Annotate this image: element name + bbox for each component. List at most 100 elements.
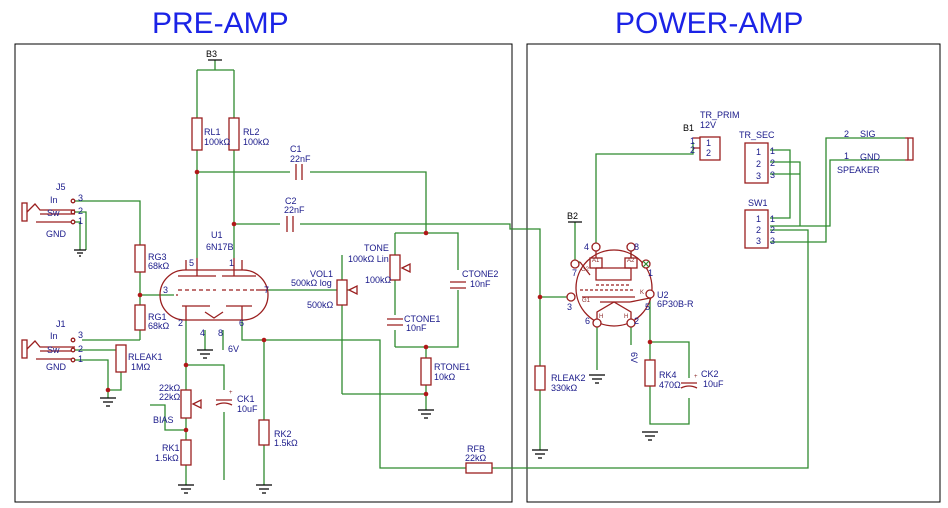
svg-text:TONE: TONE bbox=[364, 243, 389, 253]
svg-text:+: + bbox=[229, 390, 233, 396]
svg-text:1.5kΩ: 1.5kΩ bbox=[155, 453, 179, 463]
svg-text:A1: A1 bbox=[592, 258, 600, 264]
svg-text:K: K bbox=[640, 290, 644, 296]
poweramp-wires bbox=[539, 137, 905, 450]
svg-text:7: 7 bbox=[572, 268, 577, 278]
svg-text:H: H bbox=[624, 314, 628, 320]
svg-text:4: 4 bbox=[200, 328, 205, 338]
resistor-rl2 bbox=[228, 117, 240, 151]
svg-text:22kΩ: 22kΩ bbox=[159, 383, 181, 393]
svg-text:In: In bbox=[50, 195, 58, 205]
svg-text:10uF: 10uF bbox=[237, 404, 258, 414]
svg-text:1: 1 bbox=[78, 354, 83, 364]
resistor-rk2 bbox=[258, 419, 270, 446]
connector-tr-sec bbox=[744, 142, 769, 184]
svg-text:A2: A2 bbox=[627, 258, 635, 264]
svg-text:3: 3 bbox=[756, 236, 761, 246]
svg-text:6: 6 bbox=[585, 316, 590, 326]
preamp-wires bbox=[75, 60, 809, 485]
svg-text:3: 3 bbox=[770, 236, 775, 246]
capacitor-c1 bbox=[295, 164, 303, 180]
no-connect-marker bbox=[642, 260, 650, 268]
resistors bbox=[115, 117, 656, 474]
labels: RL1 100kΩ RL2 100kΩ C1 22nF C2 22nF U1 6… bbox=[46, 110, 881, 463]
svg-text:1: 1 bbox=[648, 268, 653, 278]
svg-text:500kΩ: 500kΩ bbox=[307, 300, 334, 310]
resistor-bias bbox=[180, 389, 192, 419]
net-b2: B2 bbox=[567, 211, 578, 221]
svg-text:3: 3 bbox=[163, 285, 168, 295]
resistor-rleak1 bbox=[115, 344, 127, 373]
svg-text:RL2: RL2 bbox=[243, 127, 260, 137]
svg-text:In: In bbox=[50, 331, 58, 341]
svg-text:3: 3 bbox=[770, 170, 775, 180]
jack-j5 bbox=[21, 198, 76, 225]
preamp-frame bbox=[14, 43, 513, 503]
svg-text:8: 8 bbox=[218, 328, 223, 338]
svg-text:VOL1: VOL1 bbox=[310, 269, 333, 279]
net-b3: B3 bbox=[206, 49, 217, 59]
tube-u1 bbox=[159, 258, 269, 321]
svg-text:10kΩ: 10kΩ bbox=[434, 372, 456, 382]
svg-text:RFB: RFB bbox=[467, 444, 485, 454]
svg-text:2: 2 bbox=[634, 316, 639, 326]
svg-text:SPEAKER: SPEAKER bbox=[837, 165, 880, 175]
pin-numbers: 3 2 1 3 2 1 5 1 3 7 2 6 4 8 6V 4 8 7 1 3… bbox=[78, 129, 849, 364]
svg-text:1.5kΩ: 1.5kΩ bbox=[274, 438, 298, 448]
svg-text:2: 2 bbox=[78, 206, 83, 216]
svg-text:2: 2 bbox=[178, 318, 183, 328]
resistor-rl1 bbox=[191, 117, 203, 151]
svg-text:1: 1 bbox=[756, 214, 761, 224]
connectors bbox=[693, 136, 914, 249]
svg-text:J1: J1 bbox=[56, 319, 66, 329]
capacitor-c2 bbox=[286, 216, 294, 232]
net-b1: B1 bbox=[683, 123, 694, 133]
capacitor-ck1 bbox=[215, 399, 233, 406]
svg-text:5: 5 bbox=[189, 258, 194, 268]
svg-text:2: 2 bbox=[706, 148, 711, 158]
svg-text:1: 1 bbox=[770, 214, 775, 224]
junction-dots bbox=[105, 169, 653, 433]
svg-text:C1: C1 bbox=[290, 144, 302, 154]
speaker-jack bbox=[907, 137, 914, 161]
svg-text:10nF: 10nF bbox=[470, 279, 491, 289]
svg-text:+: + bbox=[694, 374, 698, 380]
svg-text:68kΩ: 68kΩ bbox=[148, 321, 170, 331]
svg-text:RTONE1: RTONE1 bbox=[434, 362, 470, 372]
svg-text:2: 2 bbox=[770, 225, 775, 235]
svg-text:Sw: Sw bbox=[47, 208, 60, 218]
svg-text:3: 3 bbox=[567, 302, 572, 312]
svg-text:6V: 6V bbox=[228, 344, 239, 354]
svg-text:8: 8 bbox=[634, 242, 639, 252]
svg-text:BIAS: BIAS bbox=[153, 415, 174, 425]
svg-text:SIG: SIG bbox=[860, 129, 876, 139]
svg-text:12V: 12V bbox=[700, 120, 716, 130]
svg-text:Sw: Sw bbox=[47, 345, 60, 355]
resistor-rleak2 bbox=[534, 365, 546, 391]
svg-text:4: 4 bbox=[584, 242, 589, 252]
jack-j1 bbox=[21, 337, 76, 363]
resistor-rtone1 bbox=[420, 357, 432, 386]
tube-u2 bbox=[575, 243, 653, 327]
poweramp-title: POWER-AMP bbox=[615, 7, 803, 40]
svg-text:22nF: 22nF bbox=[284, 205, 305, 215]
poweramp-frame bbox=[526, 43, 941, 503]
svg-text:RL1: RL1 bbox=[204, 127, 221, 137]
svg-text:H: H bbox=[599, 314, 603, 320]
svg-text:6: 6 bbox=[239, 318, 244, 328]
capacitor-ck2 bbox=[680, 382, 698, 389]
svg-text:3: 3 bbox=[756, 171, 761, 181]
svg-text:G1: G1 bbox=[582, 298, 591, 304]
svg-text:2: 2 bbox=[770, 158, 775, 168]
capacitors bbox=[215, 164, 698, 406]
svg-text:1: 1 bbox=[770, 146, 775, 156]
svg-text:RG1: RG1 bbox=[148, 312, 167, 322]
resistor-tone bbox=[389, 254, 401, 281]
svg-text:1: 1 bbox=[229, 258, 234, 268]
svg-text:GND: GND bbox=[46, 229, 67, 239]
svg-text:2: 2 bbox=[844, 129, 849, 139]
resistor-rg1 bbox=[134, 304, 146, 331]
svg-text:TR_PRIM: TR_PRIM bbox=[700, 110, 740, 120]
resistor-rk1 bbox=[180, 439, 192, 466]
svg-text:SW1: SW1 bbox=[748, 198, 768, 208]
